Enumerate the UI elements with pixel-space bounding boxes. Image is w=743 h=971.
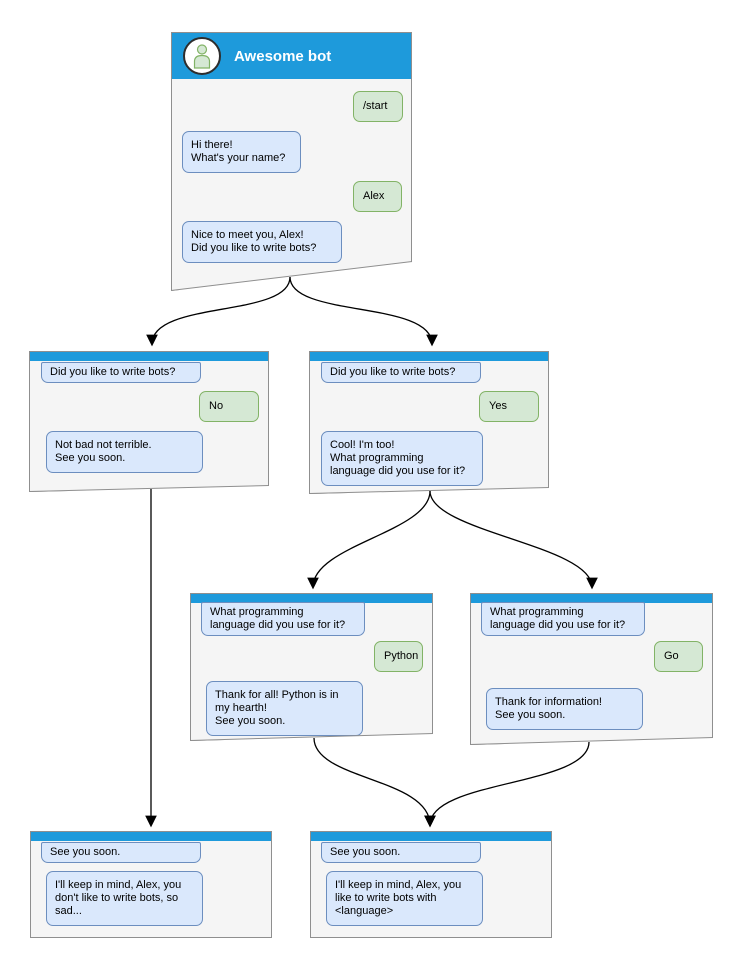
arrow-go-to-final [424,741,590,828]
user-message-no: No [199,391,259,422]
arrow-main-to-yes [289,276,438,347]
arrow-yes-to-go [429,490,598,590]
person-icon [193,44,211,69]
bot-message-reply: Thank for information! See you soon. [486,688,643,730]
python-branch-window: What programming language did you use fo… [190,593,433,741]
window-topbar [191,594,432,603]
yes-branch-window: Did you like to write bots? Yes Cool! I'… [309,351,549,494]
user-message-go: Go [654,641,703,672]
main-chat-window: Awesome bot /start Hi there! What's your… [171,32,412,291]
bot-message-question: Did you like to write bots? [41,362,201,383]
window-topbar [30,352,268,361]
bot-message-ask-bots: Nice to meet you, Alex! Did you like to … [182,221,342,263]
arrow-yes-to-python [307,490,431,590]
bot-title: Awesome bot [234,47,332,65]
bot-message-reply: Cool! I'm too! What programming language… [321,431,483,486]
bot-message-reply: Thank for all! Python is in my hearth! S… [206,681,363,736]
no-branch-window: Did you like to write bots? No Not bad n… [29,351,269,492]
window-topbar [31,832,271,841]
bot-message-question: What programming language did you use fo… [481,602,645,636]
go-branch-window: What programming language did you use fo… [470,593,713,745]
bot-message-question: What programming language did you use fo… [201,602,365,636]
user-message-start: /start [353,91,403,122]
bot-message-reply: Not bad not terrible. See you soon. [46,431,203,473]
bot-message-keep-in-mind: I'll keep in mind, Alex, you don't like … [46,871,203,926]
window-topbar [471,594,712,603]
chat-window-header: Awesome bot [172,33,411,79]
user-message-yes: Yes [479,391,539,422]
arrow-python-to-final [313,737,436,828]
window-topbar [310,352,548,361]
user-message-python: Python [374,641,423,672]
user-message-name: Alex [353,181,402,212]
no-final-window: See you soon. I'll keep in mind, Alex, y… [30,831,272,938]
bot-message-keep-in-mind: I'll keep in mind, Alex, you like to wri… [326,871,483,926]
bot-message-ask-name: Hi there! What's your name? [182,131,301,173]
yes-final-window: See you soon. I'll keep in mind, Alex, y… [310,831,552,938]
bot-message-question: Did you like to write bots? [321,362,481,383]
bot-message-see-you: See you soon. [41,842,201,863]
bot-message-see-you: See you soon. [321,842,481,863]
bot-avatar [183,37,221,75]
window-topbar [311,832,551,841]
